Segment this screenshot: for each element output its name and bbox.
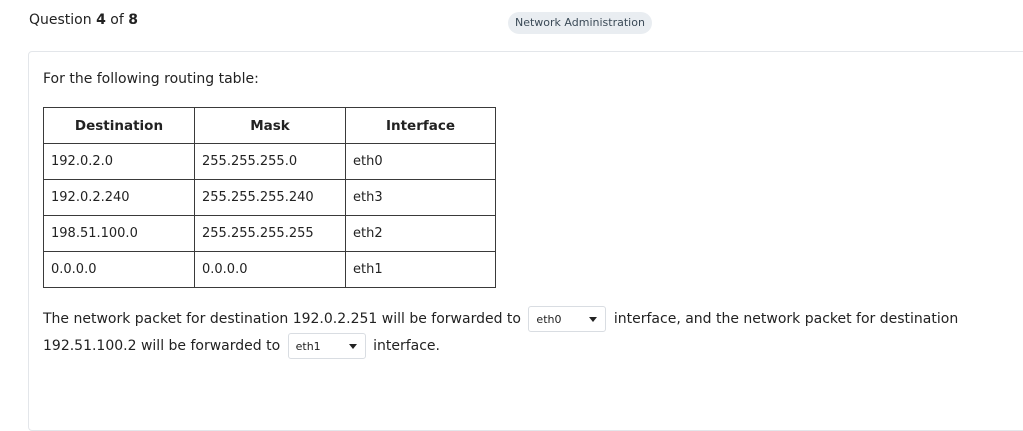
table-row: 198.51.100.0 255.255.255.255 eth2: [43, 215, 496, 252]
table-row: 0.0.0.0 0.0.0.0 eth1: [43, 251, 496, 288]
mask-cell: 255.255.255.255: [194, 215, 346, 252]
question-header: Question 4 of 8 Network Administration: [0, 0, 1023, 48]
chevron-down-icon: [589, 316, 598, 322]
question-counter: Question 4 of 8: [29, 12, 138, 28]
answer-sentence: The network packet for destination 192.0…: [43, 306, 1003, 360]
interface-cell: eth2: [345, 215, 496, 252]
mask-cell: 0.0.0.0: [194, 251, 346, 288]
column-header-interface: Interface: [345, 107, 496, 144]
mask-cell: 255.255.255.240: [194, 179, 346, 216]
destination-cell: 0.0.0.0: [43, 251, 195, 288]
question-prompt: For the following routing table:: [43, 71, 259, 87]
table-row: 192.0.2.0 255.255.255.0 eth0: [43, 143, 496, 180]
question-total: 8: [128, 12, 138, 28]
destination-cell: 192.0.2.240: [43, 179, 195, 216]
question-prefix: Question: [29, 12, 92, 28]
answer-text-2: interface, and the network packet for de…: [43, 311, 959, 354]
interface-cell: eth3: [345, 179, 496, 216]
chevron-down-icon: [348, 343, 357, 349]
question-number: 4: [96, 12, 106, 28]
question-of: of: [110, 12, 124, 28]
column-header-mask: Mask: [194, 107, 346, 144]
answer-text-3: interface.: [373, 338, 440, 354]
routing-table: Destination Mask Interface 192.0.2.0 255…: [43, 107, 496, 288]
destination-cell: 192.0.2.0: [43, 143, 195, 180]
column-header-destination: Destination: [43, 107, 195, 144]
destination-cell: 198.51.100.0: [43, 215, 195, 252]
answer-text-1: The network packet for destination 192.0…: [43, 311, 521, 327]
interface-cell: eth0: [345, 143, 496, 180]
interface-select-2[interactable]: eth1: [287, 333, 366, 359]
interface-select-1[interactable]: eth0: [528, 306, 607, 332]
table-header-row: Destination Mask Interface: [43, 107, 496, 144]
select-value: eth0: [536, 312, 562, 326]
interface-cell: eth1: [345, 251, 496, 288]
category-badge: Network Administration: [508, 12, 652, 34]
mask-cell: 255.255.255.0: [194, 143, 346, 180]
table-row: 192.0.2.240 255.255.255.240 eth3: [43, 179, 496, 216]
select-value: eth1: [295, 339, 321, 353]
